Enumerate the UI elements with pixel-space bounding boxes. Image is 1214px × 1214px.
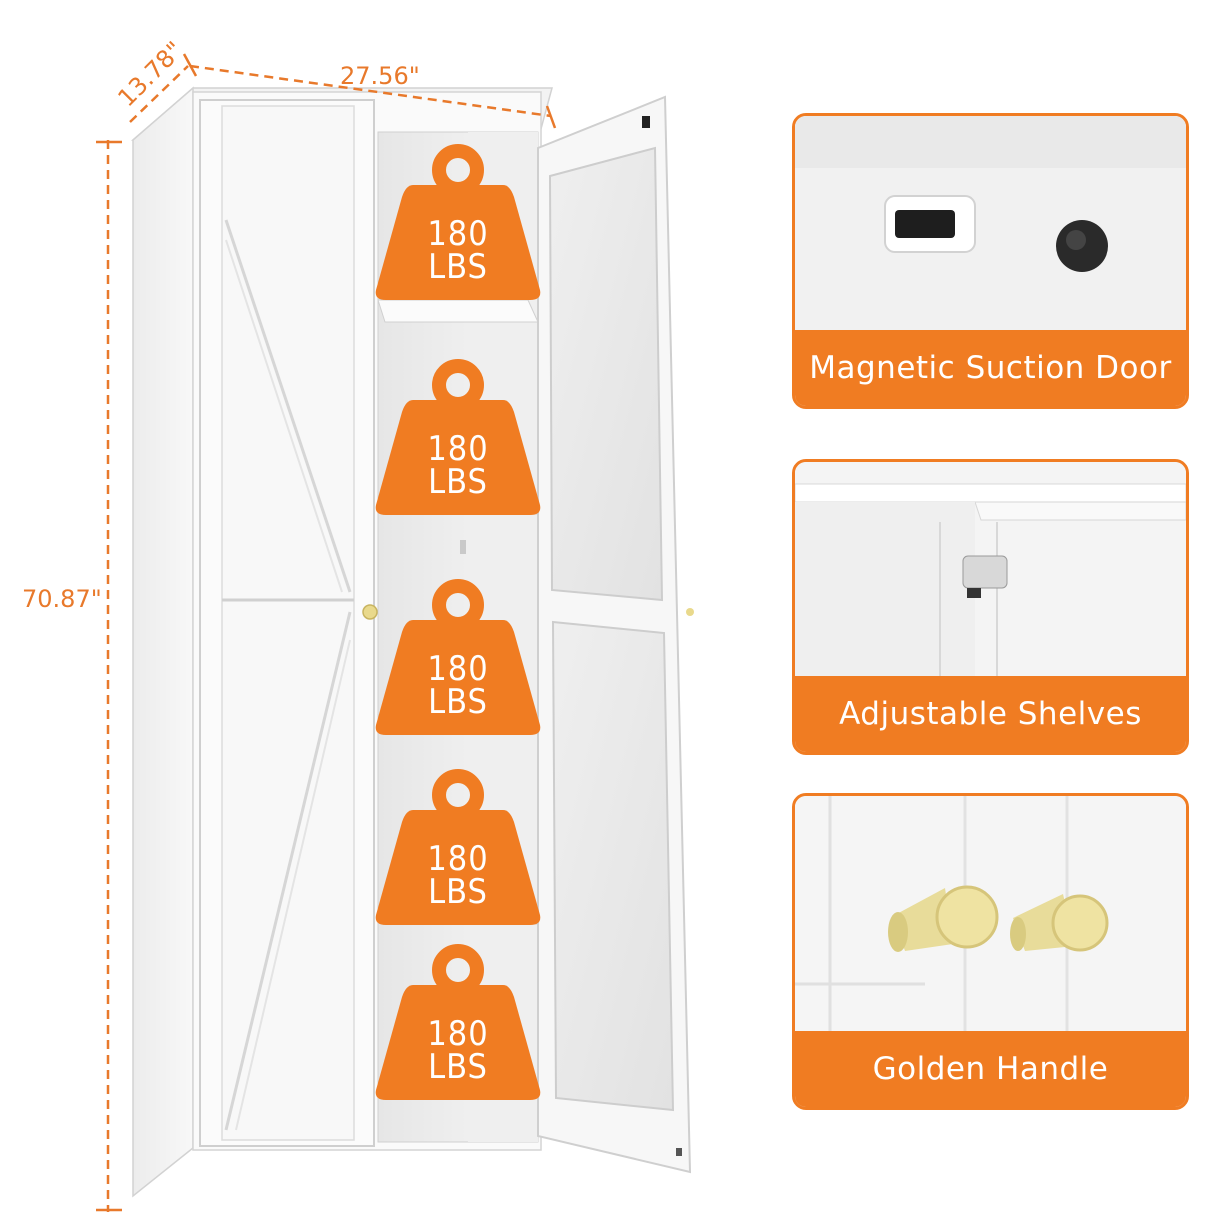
feature-caption-shelves: Adjustable Shelves bbox=[795, 676, 1186, 752]
left-door-knob-icon bbox=[362, 604, 378, 620]
weight-unit: LBS bbox=[428, 872, 488, 912]
right-door-knob-icon bbox=[686, 608, 694, 616]
weight-value: 180 bbox=[427, 839, 488, 879]
dimension-ticks bbox=[96, 53, 557, 1212]
magnetic-catch-photo bbox=[795, 116, 1186, 330]
feature-panel-magnetic: Magnetic Suction Door bbox=[792, 113, 1189, 409]
weight-unit: LBS bbox=[428, 1047, 488, 1087]
weight-value: 180 bbox=[427, 1014, 488, 1054]
dimension-lines bbox=[106, 64, 552, 1212]
weight-unit: LBS bbox=[428, 682, 488, 722]
left-door bbox=[199, 99, 375, 1147]
feature-panel-shelves: Adjustable Shelves bbox=[792, 459, 1189, 755]
right-door bbox=[537, 95, 694, 1174]
weight-unit: LBS bbox=[428, 247, 488, 287]
feature-caption-magnetic: Magnetic Suction Door bbox=[795, 330, 1186, 406]
width-label: 27.56" bbox=[340, 62, 420, 90]
weight-value: 180 bbox=[427, 214, 488, 254]
weight-value: 180 bbox=[427, 429, 488, 469]
feature-caption-handle: Golden Handle bbox=[795, 1031, 1186, 1107]
weight-value: 180 bbox=[427, 649, 488, 689]
feature-panel-handle: Golden Handle bbox=[792, 793, 1189, 1110]
weight-unit: LBS bbox=[428, 462, 488, 502]
golden-handle-photo bbox=[795, 796, 1186, 1031]
height-label: 70.87" bbox=[22, 585, 102, 613]
shelf-pin-photo bbox=[795, 462, 1186, 676]
